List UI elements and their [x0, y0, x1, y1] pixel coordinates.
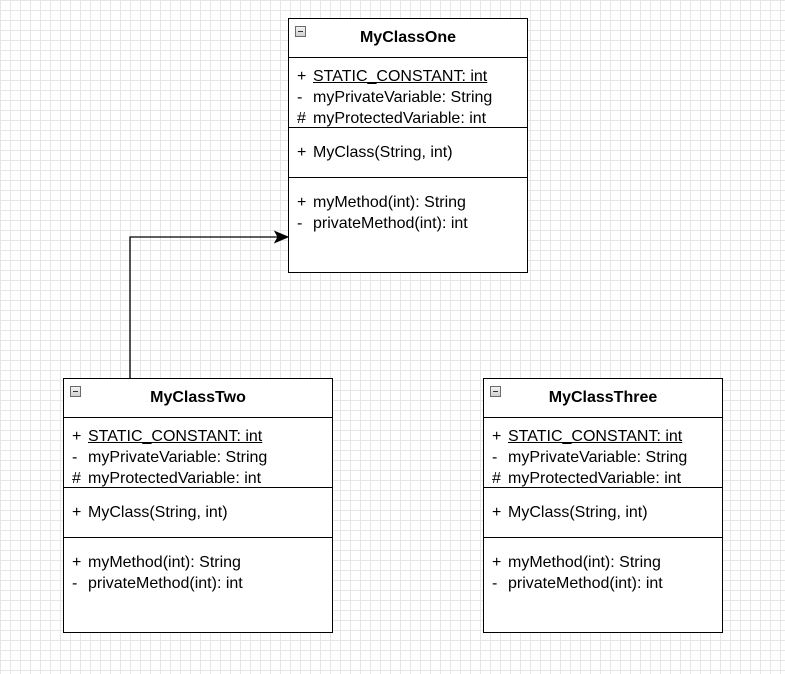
constructor-row: + MyClass(String, int) [72, 502, 324, 523]
method-row: - privateMethod(int): int [72, 573, 324, 594]
attribute-row: + STATIC_CONSTANT: int [297, 66, 519, 87]
attribute-row: + STATIC_CONSTANT: int [72, 426, 324, 447]
class-header[interactable]: MyClassOne [289, 19, 527, 58]
connector-line[interactable] [129, 236, 278, 378]
method-text: privateMethod(int): int [313, 215, 468, 232]
class-box-myclassone[interactable]: MyClassOne + STATIC_CONSTANT: int - myPr… [288, 18, 528, 273]
method-row: - privateMethod(int): int [492, 573, 714, 594]
method-text: myMethod(int): String [508, 554, 661, 571]
collapse-icon[interactable] [70, 386, 81, 397]
class-name: MyClassTwo [150, 389, 246, 406]
visibility-marker: - [492, 575, 498, 592]
class-name: MyClassOne [359, 29, 457, 46]
methods-section[interactable]: + myMethod(int): String - privateMethod(… [64, 538, 332, 600]
class-box-myclasstwo[interactable]: MyClassTwo + STATIC_CONSTANT: int - myPr… [63, 378, 333, 633]
visibility-marker: + [297, 194, 307, 211]
collapse-icon[interactable] [490, 386, 501, 397]
visibility-marker: + [492, 554, 502, 571]
method-row: - privateMethod(int): int [297, 213, 519, 234]
visibility-marker: - [72, 575, 78, 592]
attribute-text: myPrivateVariable: String [88, 449, 268, 466]
constructor-row: + MyClass(String, int) [492, 502, 714, 523]
visibility-marker: + [297, 68, 307, 85]
attribute-row: - myPrivateVariable: String [297, 87, 519, 108]
class-name: MyClassThree [548, 389, 658, 406]
constructor-row: + MyClass(String, int) [297, 142, 519, 163]
visibility-marker: + [72, 504, 82, 521]
visibility-marker: - [297, 215, 303, 232]
attributes-section[interactable]: + STATIC_CONSTANT: int - myPrivateVariab… [289, 58, 527, 128]
attribute-text: myProtectedVariable: int [313, 110, 487, 127]
attribute-row: + STATIC_CONSTANT: int [492, 426, 714, 447]
method-text: privateMethod(int): int [88, 575, 243, 592]
visibility-marker: # [72, 470, 81, 487]
visibility-marker: + [492, 428, 502, 445]
constructor-text: MyClass(String, int) [313, 144, 453, 161]
visibility-marker: - [72, 449, 78, 466]
attributes-section[interactable]: + STATIC_CONSTANT: int - myPrivateVariab… [64, 418, 332, 488]
class-header[interactable]: MyClassThree [484, 379, 722, 418]
methods-section[interactable]: + myMethod(int): String - privateMethod(… [484, 538, 722, 600]
attributes-section[interactable]: + STATIC_CONSTANT: int - myPrivateVariab… [484, 418, 722, 488]
attribute-row: # myProtectedVariable: int [492, 468, 714, 489]
attribute-text: myPrivateVariable: String [508, 449, 688, 466]
visibility-marker: - [297, 89, 303, 106]
method-row: + myMethod(int): String [492, 552, 714, 573]
method-text: myMethod(int): String [313, 194, 466, 211]
method-row: + myMethod(int): String [72, 552, 324, 573]
class-box-myclassthree[interactable]: MyClassThree + STATIC_CONSTANT: int - my… [483, 378, 723, 633]
constructor-text: MyClass(String, int) [88, 504, 228, 521]
constructor-text: MyClass(String, int) [508, 504, 648, 521]
visibility-marker: + [297, 144, 307, 161]
attribute-text: myProtectedVariable: int [508, 470, 682, 487]
visibility-marker: # [297, 110, 306, 127]
class-header[interactable]: MyClassTwo [64, 379, 332, 418]
attribute-text: myPrivateVariable: String [313, 89, 493, 106]
attribute-text: STATIC_CONSTANT: int [88, 428, 263, 445]
visibility-marker: + [72, 428, 82, 445]
attribute-row: - myPrivateVariable: String [72, 447, 324, 468]
attribute-text: myProtectedVariable: int [88, 470, 262, 487]
visibility-marker: # [492, 470, 501, 487]
attribute-row: # myProtectedVariable: int [72, 468, 324, 489]
methods-section[interactable]: + myMethod(int): String - privateMethod(… [289, 178, 527, 240]
attribute-text: STATIC_CONSTANT: int [313, 68, 488, 85]
constructors-section[interactable]: + MyClass(String, int) [484, 488, 722, 538]
attribute-row: # myProtectedVariable: int [297, 108, 519, 129]
collapse-icon[interactable] [295, 26, 306, 37]
arrow-head-icon [273, 230, 290, 244]
attribute-row: - myPrivateVariable: String [492, 447, 714, 468]
attribute-text: STATIC_CONSTANT: int [508, 428, 683, 445]
visibility-marker: - [492, 449, 498, 466]
method-text: privateMethod(int): int [508, 575, 663, 592]
method-row: + myMethod(int): String [297, 192, 519, 213]
constructors-section[interactable]: + MyClass(String, int) [289, 128, 527, 178]
visibility-marker: + [72, 554, 82, 571]
visibility-marker: + [492, 504, 502, 521]
constructors-section[interactable]: + MyClass(String, int) [64, 488, 332, 538]
method-text: myMethod(int): String [88, 554, 241, 571]
